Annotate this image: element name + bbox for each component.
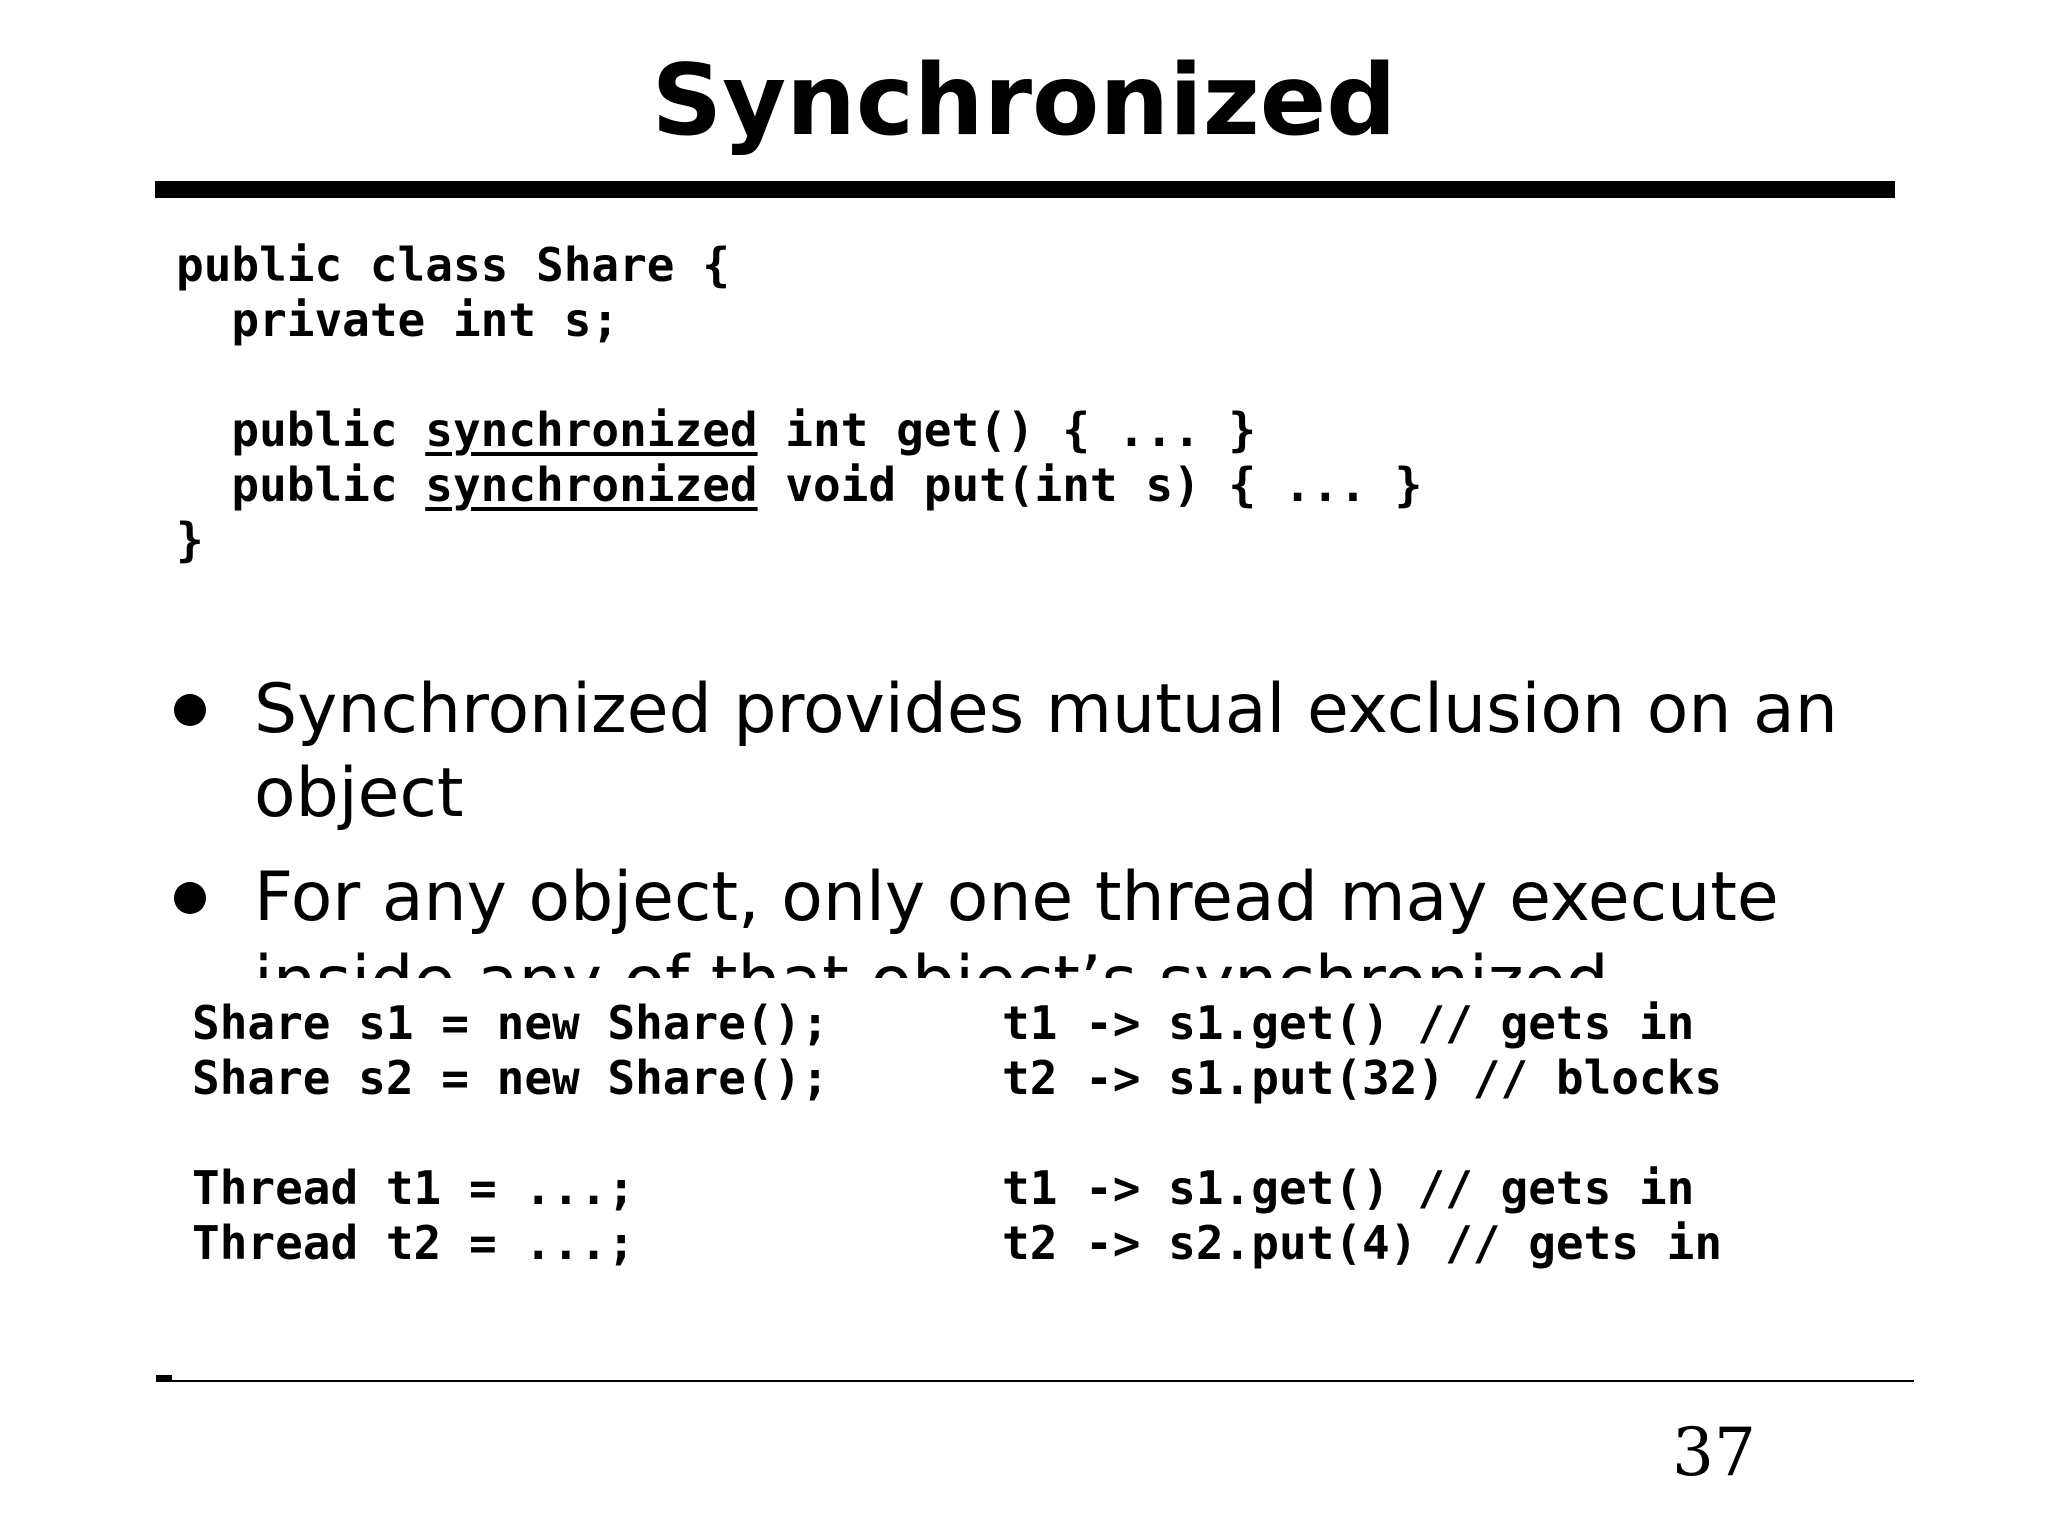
synchronized-keyword: synchronized [425, 458, 758, 512]
footer-divider [156, 1380, 1914, 1382]
footer-tick [156, 1375, 172, 1381]
code-left: Share s1 = new Share(); [192, 996, 829, 1050]
code-line: public synchronized void put(int s) { ..… [176, 458, 1423, 512]
code-left: Thread t1 = ...; [192, 1161, 636, 1215]
bullet-item: Synchronized provides mutual exclusion o… [170, 668, 1870, 836]
slide-title: Synchronized [651, 44, 1397, 158]
code-right: t1 -> s1.get() // gets in [1002, 1161, 1695, 1215]
bullet-dot-icon [174, 694, 206, 726]
bullet-item: For any object, only one thread may exec… [170, 856, 1870, 978]
code-row-blank [192, 1106, 1722, 1161]
code-left: Share s2 = new Share(); [192, 1051, 829, 1105]
code-row: Share s1 = new Share(); t1 -> s1.get() /… [192, 996, 1722, 1051]
code-left: Thread t2 = ...; [192, 1216, 636, 1270]
synchronized-keyword: synchronized [425, 403, 758, 457]
code-right: t2 -> s2.put(4) // gets in [1002, 1216, 1723, 1270]
bullet-list: Synchronized provides mutual exclusion o… [170, 668, 1870, 978]
title-divider [155, 181, 1895, 198]
code-row: Share s2 = new Share(); t2 -> s1.put(32)… [192, 1051, 1722, 1106]
code-right: t2 -> s1.put(32) // blocks [1002, 1051, 1723, 1105]
code-line: private int s; [176, 293, 620, 347]
code-row: Thread t1 = ...; t1 -> s1.get() // gets … [192, 1161, 1722, 1216]
usage-code-block: Share s1 = new Share(); t1 -> s1.get() /… [192, 996, 1722, 1271]
page-number: 37 [1672, 1414, 1756, 1491]
class-code-block: public class Share { private int s; publ… [176, 238, 1422, 568]
code-line: public synchronized int get() { ... } [176, 403, 1257, 457]
code-line-blank [176, 348, 1422, 403]
code-line: public class Share { [176, 238, 730, 292]
code-right: t1 -> s1.get() // gets in [1002, 996, 1695, 1050]
code-row: Thread t2 = ...; t2 -> s2.put(4) // gets… [192, 1216, 1722, 1271]
bullet-dot-icon [174, 882, 206, 914]
code-line: } [176, 513, 204, 567]
